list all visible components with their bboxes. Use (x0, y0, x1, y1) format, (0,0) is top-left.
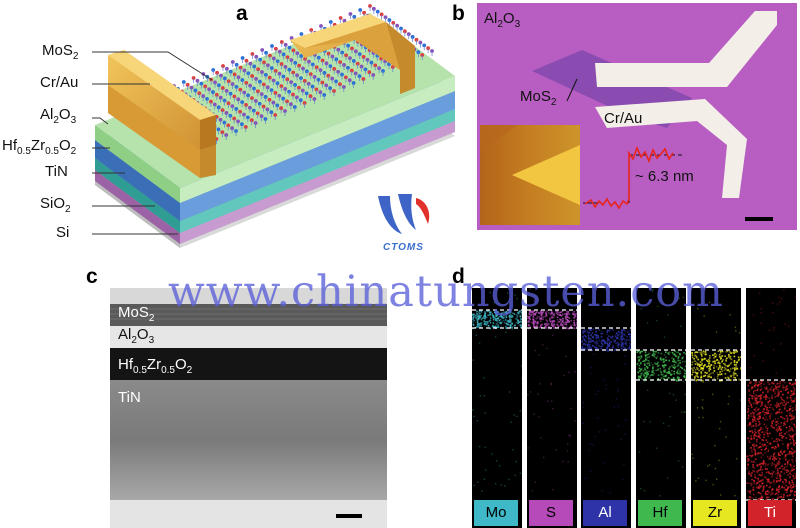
label-tin: TiN (45, 163, 68, 180)
electrode-left (108, 50, 216, 178)
element-tag-zr: Zr (693, 500, 737, 526)
element-tag-al: Al (583, 500, 627, 526)
tem-label-al2o3: Al2O3 (118, 326, 155, 346)
watermark-logo-text: CTOMS (383, 242, 424, 253)
panel-d-label: d (452, 265, 465, 288)
element-tag-ti: Ti (748, 500, 792, 526)
tem-hzo-layer (110, 348, 387, 380)
electrode-top (595, 11, 777, 87)
optical-image (477, 3, 797, 230)
eds-map-zr: Zr (691, 288, 741, 528)
label-mos2: MoS2 (42, 42, 79, 62)
element-tag-mo: Mo (474, 500, 518, 526)
watermark-text: www.chinatungsten.com (168, 267, 724, 317)
tem-tin-layer (110, 380, 387, 500)
electrode-right (290, 14, 415, 94)
flake-leader (566, 78, 578, 102)
electrode-bottom (595, 99, 747, 198)
leader-lines (92, 51, 213, 235)
label-electrode: Cr/Au (604, 110, 643, 127)
element-tag-hf: Hf (638, 500, 682, 526)
eds-map-s: S (527, 288, 577, 528)
label-hzo: Hf0.5Zr0.5O2 (2, 137, 77, 157)
scale-bar-c (336, 514, 362, 518)
panel-b-label: b (452, 2, 465, 25)
device-schematic (92, 4, 455, 248)
label-si: Si (56, 224, 70, 241)
watermark-logo (378, 194, 430, 234)
panel-c-label: c (86, 265, 98, 288)
tem-label-hzo: Hf0.5Zr0.5O2 (118, 356, 193, 376)
element-tag-s: S (529, 500, 573, 526)
label-sio2: SiO2 (40, 195, 71, 215)
tem-label-mos2: MoS2 (118, 304, 155, 324)
height-profile (583, 145, 682, 210)
afm-inset (480, 125, 580, 225)
panel-a-label: a (236, 2, 248, 25)
tem-al2o3-layer (110, 326, 387, 348)
eds-map-al: Al (581, 288, 631, 528)
label-substrate: Al2O3 (484, 10, 521, 30)
label-flake: MoS2 (520, 88, 557, 108)
eds-map-ti: Ti (746, 288, 796, 528)
eds-map-hf: Hf (636, 288, 686, 528)
label-height: ~ 6.3 nm (635, 168, 694, 185)
eds-map-mo: Mo (472, 288, 522, 528)
label-al2o3: Al2O3 (40, 106, 77, 126)
label-cr-au: Cr/Au (40, 74, 79, 91)
scale-bar-b (745, 217, 773, 221)
tem-label-tin: TiN (118, 389, 141, 406)
tem-image (110, 288, 387, 528)
